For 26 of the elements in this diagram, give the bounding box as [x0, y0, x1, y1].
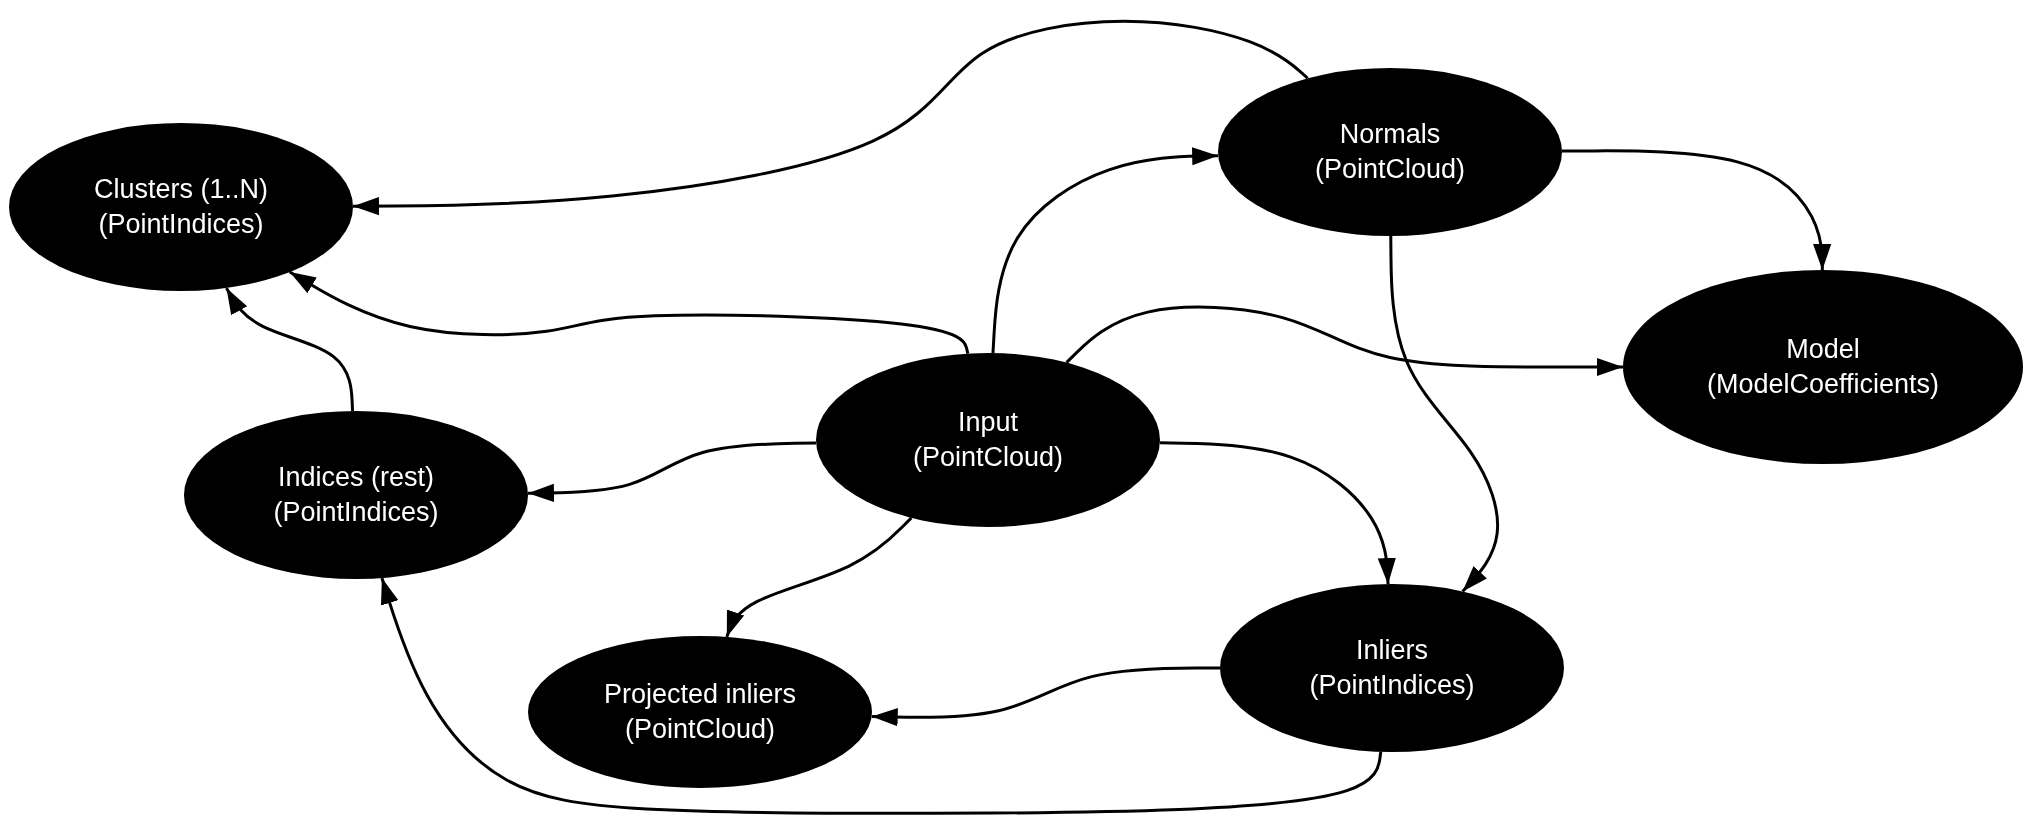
node-type: (PointCloud): [912, 441, 1064, 474]
node-title: Inliers: [1356, 633, 1428, 667]
node-title: Indices (rest): [277, 460, 434, 494]
arrow: [527, 441, 817, 502]
arrow: [991, 147, 1219, 354]
arrow: [289, 270, 970, 354]
arrow: [871, 666, 1220, 727]
arrow: [725, 516, 913, 638]
node-title: Model: [1786, 332, 1860, 366]
node-type: (ModelCoefficients): [1706, 368, 1940, 401]
node-title: Input: [957, 405, 1019, 439]
node-title: Normals: [1339, 117, 1441, 151]
node-title: Projected inliers: [603, 677, 797, 711]
arrow: [353, 19, 1309, 216]
arrow: [225, 287, 355, 412]
arrow: [1562, 149, 1832, 270]
node-type: (PointIndices): [98, 208, 264, 241]
node-type: (PointCloud): [1314, 153, 1466, 186]
arrow: [380, 577, 1383, 815]
node-type: (PointCloud): [624, 713, 776, 746]
arrow: [1389, 236, 1500, 593]
node-type: (PointIndices): [1309, 669, 1475, 702]
arrow: [1159, 441, 1396, 585]
node-type: (PointIndices): [273, 496, 439, 529]
arrow: [1065, 305, 1623, 377]
node-title: Clusters (1..N): [94, 172, 268, 206]
